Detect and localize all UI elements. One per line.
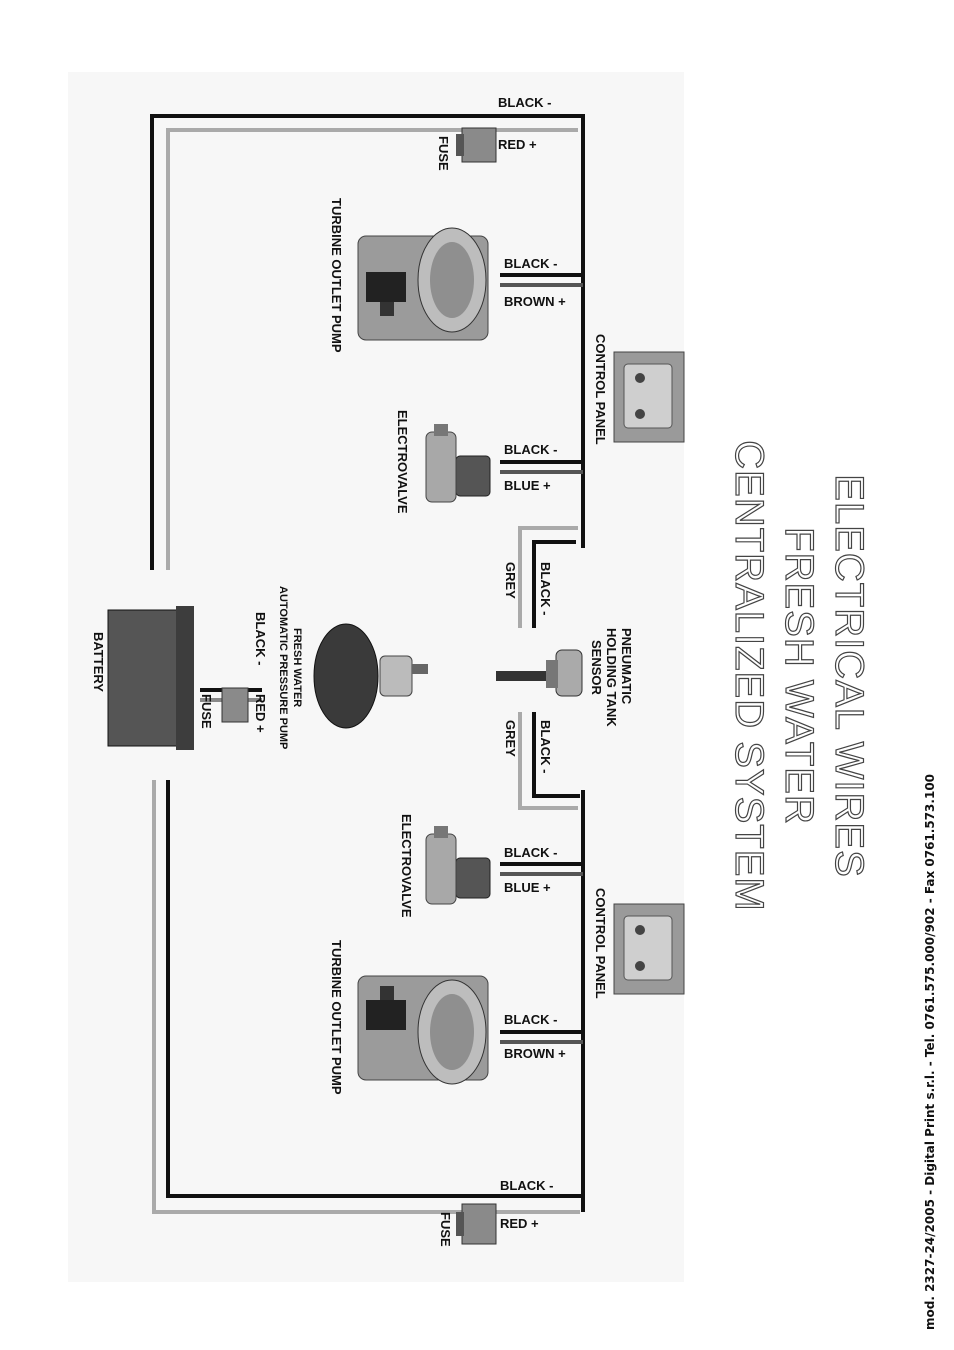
pressure-pump-icon [313,623,428,729]
label-battery: BATTERY [91,632,106,692]
fuse-pump-icon [221,687,249,723]
label-control-panel-bottom: CONTROL PANEL [593,888,608,999]
label-fuse-bottom: FUSE [438,1212,453,1247]
label-black-sensor-top: BLACK - [538,562,553,615]
label-black-sensor-bottom: BLACK - [538,720,553,773]
label-pressure-pump-line-1: FRESH WATER [291,628,303,707]
label-turbine-bottom: TURBINE OUTLET PUMP [329,940,344,1095]
turbine-outlet-pump-top-icon [357,227,489,341]
battery-grey-top-wire [166,128,578,570]
label-black-turbine-bottom: BLACK - [504,1012,557,1027]
battery-icon [107,606,194,750]
label-turbine-top: TURBINE OUTLET PUMP [329,198,344,353]
battery-black-top-wire [150,114,582,570]
label-black-bottom: BLACK - [500,1178,553,1193]
branch-turbine-bottom [500,1030,583,1044]
top-sensor-grey-wire [518,526,578,628]
label-fuse-pump: FUSE [199,694,214,729]
label-brown-turbine-top: BROWN + [504,294,566,309]
label-pressure-pump-line-2: AUTOMATIC PRESSURE PUMP [277,586,289,749]
electrovalve-bottom-icon [425,826,491,905]
label-blue-valve-top: BLUE + [504,478,551,493]
title-line-3: CENTRALIZED SYSTEM [727,440,771,911]
fuse-bottom-icon [456,1203,497,1245]
bottom-sensor-grey-wire [518,712,578,810]
battery-grey-bottom-wire [152,780,580,1214]
branch-valve-top [500,460,583,474]
title-line-2: FRESH WATER [777,527,821,825]
label-electrovalve-bottom: ELECTROVALVE [399,814,414,918]
branch-turbine-top [500,273,583,287]
label-red-bottom: RED + [500,1216,539,1231]
label-sensor-line-2: HOLDING TANK [604,628,619,727]
label-blue-valve-bottom: BLUE + [504,880,551,895]
label-black-valve-bottom: BLACK - [504,845,557,860]
branch-valve-bottom [500,862,583,876]
label-black-turbine-top: BLACK - [504,256,557,271]
turbine-outlet-pump-bottom-icon [357,975,489,1085]
label-grey-sensor-bottom: GREY [503,720,518,757]
label-grey-sensor-top: GREY [503,562,518,599]
label-pressure-pump-red: RED + [253,694,268,733]
title-line-1: ELECTRICAL WIRES [827,474,871,877]
label-red-top: RED + [498,137,537,152]
battery-black-bottom-wire [166,780,584,1198]
control-panel-top-icon [613,351,685,443]
bottom-sensor-black-wire [532,712,580,798]
label-black-top: BLACK - [498,95,551,110]
electrovalve-top-icon [425,424,491,503]
label-electrovalve-top: ELECTROVALVE [395,410,410,514]
label-black-valve-top: BLACK - [504,442,557,457]
fuse-top-icon [456,127,497,163]
footer-text: mod. 2327-24/2005 - Digital Print s.r.l.… [923,774,937,1330]
pneumatic-sensor-icon [546,649,583,697]
control-panel-bottom-icon [613,903,685,995]
top-sensor-black-wire [532,540,576,628]
label-sensor-line-1: PNEUMATIC [619,628,634,705]
label-pressure-pump-black: BLACK - [253,612,268,665]
label-sensor-line-3: SENSOR [589,640,604,696]
label-fuse-top: FUSE [436,136,451,171]
label-control-panel-top: CONTROL PANEL [593,334,608,445]
label-brown-turbine-bottom: BROWN + [504,1046,566,1061]
wires [150,114,585,1214]
